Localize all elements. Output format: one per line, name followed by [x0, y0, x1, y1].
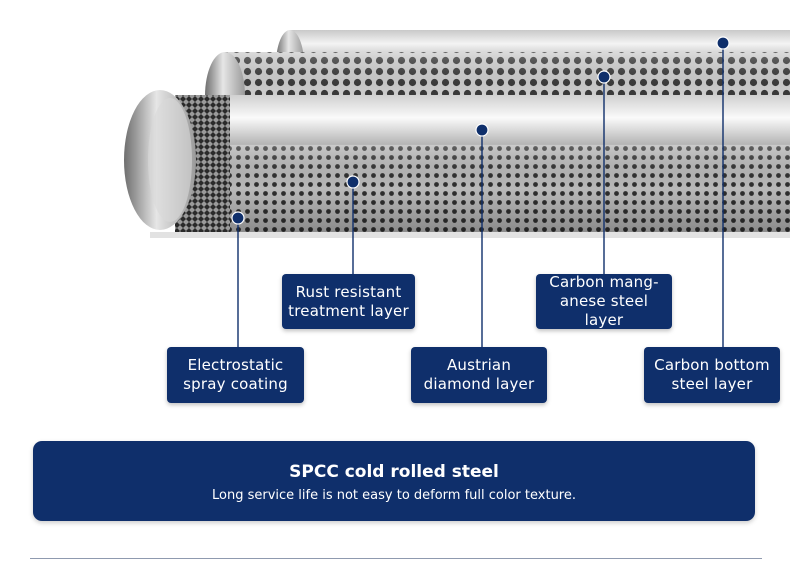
layer-label-line: treatment layer [288, 301, 409, 320]
label-austrian: Austrian diamond layer [411, 347, 547, 403]
divider [30, 558, 762, 559]
marker-austrian [475, 123, 489, 137]
layer-label-line: spray coating [183, 375, 288, 393]
layer-label-line: Carbon mang- [549, 273, 659, 291]
layer-label-line: diamond layer [423, 375, 535, 393]
banner-title: SPCC cold rolled steel [289, 462, 499, 482]
material-banner: SPCC cold rolled steel Long service life… [33, 441, 755, 521]
marker-electrostatic [231, 211, 245, 225]
banner-subtitle: Long service life is not easy to deform … [212, 488, 576, 503]
marker-carbon-bottom [716, 36, 730, 50]
marker-carbon-manganese [597, 70, 611, 84]
label-carbon-manganese: Carbon mang- anese steel layer [536, 273, 672, 329]
label-electrostatic: Electrostatic spray coating [167, 347, 304, 403]
layer-label-line: Rust resistant [295, 282, 402, 301]
layer-label-line: Austrian [446, 356, 512, 374]
marker-rust-resistant [346, 175, 360, 189]
layer-label-line: Electrostatic [187, 356, 284, 374]
layer-label-line: Carbon bottom [654, 356, 770, 374]
layer-label-line: steel layer [671, 375, 753, 393]
label-carbon-bottom: Carbon bottom steel layer [644, 347, 780, 403]
label-rust-resistant: Rust resistant treatment layer [282, 274, 415, 329]
layer-label-line: anese steel layer [559, 292, 649, 329]
